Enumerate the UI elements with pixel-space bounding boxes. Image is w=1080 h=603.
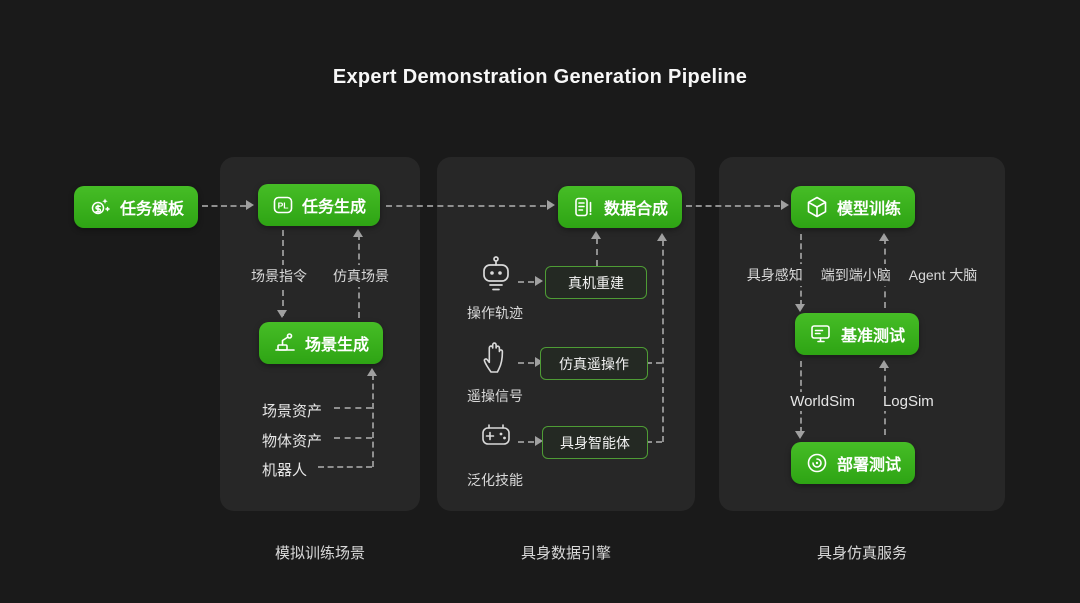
agent-brain-label: Agent 大脑 (905, 264, 981, 286)
arrowhead-up (879, 360, 889, 368)
arrowhead-right (781, 200, 789, 210)
arrowhead-down (795, 304, 805, 312)
caption-sim-training-scene: 模拟训练场景 (274, 545, 365, 562)
teleoperation-signal-label: 遥操信号 (467, 388, 523, 404)
robot-head-icon (478, 254, 514, 301)
task-generation-label: 任务生成 (302, 199, 367, 216)
connector-trajectory-box (518, 281, 534, 283)
arrowhead-up (657, 233, 667, 241)
task-template-icon (91, 198, 110, 215)
glove-icon (479, 338, 513, 381)
scene-generation-label: 场景生成 (305, 337, 370, 354)
task-generation-button: PL 任务生成 (258, 184, 381, 226)
benchmark-test-button: 基准测试 (795, 313, 920, 355)
caption-embodied-sim-service: 具身仿真服务 (816, 545, 907, 562)
operation-trajectory-label: 操作轨迹 (467, 305, 523, 321)
generalized-skill-label: 泛化技能 (467, 472, 523, 488)
robot-arm-icon (275, 333, 295, 351)
controller-icon (479, 422, 513, 457)
connector-agent-riser (646, 441, 662, 443)
arrowhead-up (353, 229, 363, 237)
task-template-node: 任务模板 (74, 186, 199, 228)
arrowhead-up (367, 368, 377, 376)
embodied-perception-label: 具身感知 (743, 264, 806, 286)
end-to-end-cerebellum-label: 端到端小脑 (817, 264, 894, 286)
worldsim-label: WorldSim (787, 392, 858, 411)
arrowhead-up (591, 231, 601, 239)
sim-labels-row: WorldSim LogSim (719, 392, 1005, 411)
connector-robot (318, 466, 372, 468)
scene-command-label: 场景指令 (248, 265, 310, 287)
data-synthesis-label: 数据合成 (604, 201, 669, 218)
connector-reconstruction-datasyn (596, 238, 598, 266)
list-item-robot: 机器人 (262, 462, 308, 479)
brain-labels-row: 具身感知 端到端小脑 Agent 大脑 (719, 264, 1005, 286)
arrowhead-right (535, 276, 543, 286)
page-title: Expert Demonstration Generation Pipeline (332, 66, 748, 88)
monitor-icon (811, 325, 830, 343)
pl-badge-icon: PL (273, 196, 293, 214)
connector-nodes-datasyn (662, 240, 664, 442)
arrowhead-down (277, 310, 287, 318)
deploy-test-label: 部署测试 (837, 457, 902, 474)
caption-embodied-data-engine: 具身数据引擎 (520, 545, 611, 562)
list-item-object-assets: 物体资产 (262, 433, 323, 450)
deploy-icon (807, 453, 827, 473)
list-item-scene-assets: 场景资产 (262, 403, 323, 420)
arrowhead-down (795, 431, 805, 439)
benchmark-test-label: 基准测试 (841, 328, 906, 345)
pl-badge-text: PL (278, 201, 289, 211)
connector-skill-box (518, 441, 534, 443)
deploy-test-button: 部署测试 (791, 442, 916, 484)
connector-teleop-box (518, 362, 534, 364)
scene-generation-button: 场景生成 (259, 322, 384, 364)
connector-taskgen-datasyn (386, 205, 546, 207)
model-training-label: 模型训练 (837, 201, 902, 218)
connector-scene-assets (334, 407, 372, 409)
arrowhead-right (547, 200, 555, 210)
logsim-label: LogSim (879, 392, 937, 411)
connector-source-taskgen (202, 205, 246, 207)
real-machine-reconstruction-node: 真机重建 (545, 266, 647, 299)
connector-object-assets (334, 437, 372, 439)
sim-teleoperation-node: 仿真遥操作 (540, 347, 648, 380)
arrowhead-right (535, 357, 543, 367)
arrowhead-right (535, 436, 543, 446)
arrowhead-right (246, 200, 254, 210)
data-synthesis-button: 数据合成 (558, 186, 683, 228)
sim-scene-label: 仿真场景 (330, 265, 392, 287)
connector-datasyn-modeltrain (686, 205, 780, 207)
arrowhead-up (879, 233, 889, 241)
cube-icon (807, 196, 827, 218)
data-record-icon (575, 197, 592, 217)
model-training-button: 模型训练 (791, 186, 916, 228)
embodied-agent-node: 具身智能体 (542, 426, 648, 459)
task-template-label: 任务模板 (120, 201, 185, 218)
connector-teleop-riser (646, 362, 662, 364)
connector-assets-scenegen (372, 374, 374, 467)
